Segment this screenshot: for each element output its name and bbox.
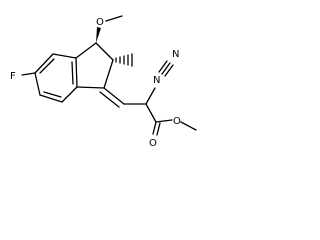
bond-c5-c4 bbox=[34, 53, 54, 74]
bond-c-n bbox=[145, 87, 156, 105]
bond-n-n-1 bbox=[161, 62, 171, 75]
bond-c7-c6 bbox=[39, 94, 63, 103]
bond-c7-c6-inner bbox=[43, 91, 62, 98]
methoxy-substituent: O bbox=[96, 15, 123, 43]
bond-o-ch3 bbox=[105, 15, 123, 22]
bond-c-o-double-1 bbox=[152, 121, 157, 135]
methyl-ester-group: O O bbox=[145, 103, 197, 149]
fluoro-substituent: F bbox=[10, 71, 36, 82]
diazo-nitrogen-2-label: N bbox=[172, 49, 179, 60]
methyl-substituent-hashed bbox=[115, 53, 133, 67]
cyclopentene-ring bbox=[75, 42, 114, 89]
methoxy-oxygen-label: O bbox=[96, 17, 104, 28]
bond-n-n-2 bbox=[164, 64, 174, 77]
bond-c1-c7a bbox=[76, 86, 105, 89]
bond-c1-calpha bbox=[103, 87, 125, 105]
bond-c6-c5 bbox=[34, 72, 41, 96]
bond-c5-f bbox=[21, 72, 36, 76]
bond-c-o-single bbox=[155, 119, 173, 123]
bond-c1-calpha-second bbox=[99, 91, 120, 108]
bond-n-n-3 bbox=[158, 60, 168, 73]
bond-c3a-c3 bbox=[75, 42, 97, 59]
bond-c5-c4-inner bbox=[39, 58, 55, 74]
fluorine-atom-label: F bbox=[10, 71, 16, 82]
ester-oxygen-label: O bbox=[173, 116, 181, 127]
bond-c4-c3a bbox=[52, 53, 77, 59]
bond-c3-c2 bbox=[95, 42, 114, 61]
carbonyl-oxygen-label: O bbox=[149, 138, 157, 149]
benzene-ring bbox=[34, 53, 78, 103]
bond-c2-c1 bbox=[103, 59, 114, 89]
bond-c3a-c7a bbox=[75, 57, 78, 88]
wedge-bond-c3-o bbox=[96, 27, 101, 43]
bond-c3a-c7a-inner bbox=[71, 61, 74, 85]
bond-c-o-double-2 bbox=[156, 122, 161, 136]
diazo-nitrogen-1-label: N bbox=[153, 75, 160, 86]
diazo-group: N N bbox=[145, 49, 179, 105]
molecule-structure-diagram: F O N N O O bbox=[10, 15, 197, 149]
bond-c7a-c7 bbox=[61, 86, 78, 103]
bond-cbeta-ccarbonyl bbox=[145, 103, 157, 123]
bond-o-ch3-ester bbox=[180, 121, 197, 131]
exocyclic-alkene bbox=[99, 87, 147, 108]
